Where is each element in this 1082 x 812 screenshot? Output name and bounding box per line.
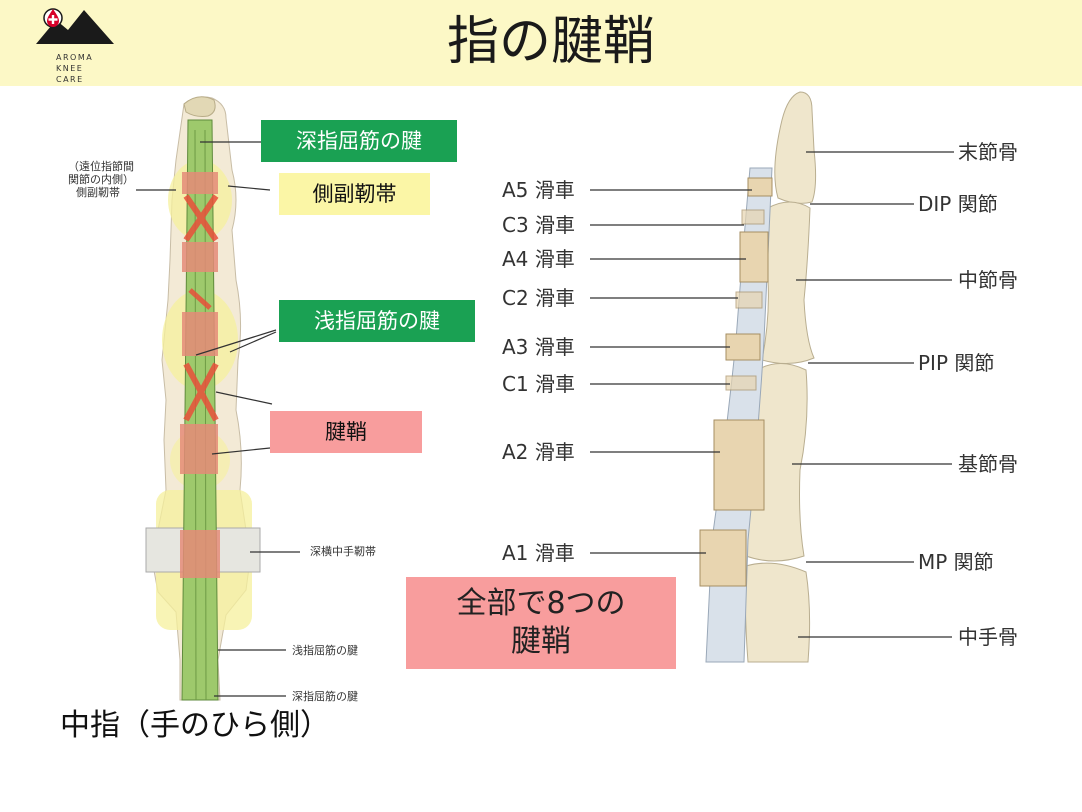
dip-joint-label: DIP 関節 [918, 192, 998, 216]
middle-phalanx-label: 中節骨 [958, 268, 1018, 292]
collateral-ligament-box: 側副靭帯 [279, 173, 430, 215]
pip-joint-label: PIP 関節 [918, 351, 995, 375]
pulley-label-a2: A2 滑車 [502, 440, 575, 464]
fdp-tendon-box: 深指屈筋の腱 [261, 120, 457, 162]
pulley-label-a1: A1 滑車 [502, 541, 575, 565]
pulley-label-c1: C1 滑車 [502, 372, 576, 396]
fdp-tendon-small-label: 深指屈筋の腱 [292, 690, 358, 703]
deep-transverse-ligament-label: 深横中手靭帯 [310, 545, 376, 558]
mp-joint-label: MP 関節 [918, 550, 994, 574]
logo-line-2: KNEE [56, 64, 84, 73]
pulley-label-c3: C3 滑車 [502, 213, 576, 237]
logo-line-1: AROMA [56, 53, 94, 62]
collateral-ligament-small-label-3: 側副靭帯 [76, 186, 120, 199]
fds-tendon-small-label: 浅指屈筋の腱 [292, 644, 358, 657]
left-leader-lines [136, 141, 300, 697]
pulley-leader-lines [590, 189, 752, 554]
summary-line-1: 全部で8つの [456, 586, 626, 621]
pulley-label-a5: A5 滑車 [502, 178, 575, 202]
pulley-label-a4: A4 滑車 [502, 247, 575, 271]
summary-box: 全部で8つの 腱鞘 [406, 577, 676, 669]
distal-phalanx-label: 末節骨 [958, 140, 1018, 164]
page-title: 指の腱鞘 [446, 12, 655, 72]
aroma-knee-care-logo [36, 8, 114, 44]
logo-text: AROMA KNEE CARE [56, 52, 93, 85]
pulley-label-a3: A3 滑車 [502, 335, 575, 359]
collateral-ligament-small-label-2: 関節の内側） [68, 173, 134, 186]
palmar-finger-drawing [145, 96, 261, 701]
collateral-ligament-small-label-1: （遠位指節間 [68, 160, 134, 173]
metacarpal-label: 中手骨 [958, 625, 1018, 649]
lateral-finger-drawing [699, 91, 817, 663]
header-band [0, 0, 1082, 86]
logo-line-3: CARE [56, 75, 84, 84]
pulley-label-c2: C2 滑車 [502, 286, 576, 310]
tendon-sheath-box: 腱鞘 [270, 411, 422, 453]
summary-line-2: 腱鞘 [511, 624, 571, 659]
fds-tendon-box: 浅指屈筋の腱 [279, 300, 475, 342]
bone-leader-lines [792, 151, 954, 638]
figure-caption: 中指（手のひら側） [60, 708, 330, 743]
proximal-phalanx-label: 基節骨 [958, 452, 1018, 476]
